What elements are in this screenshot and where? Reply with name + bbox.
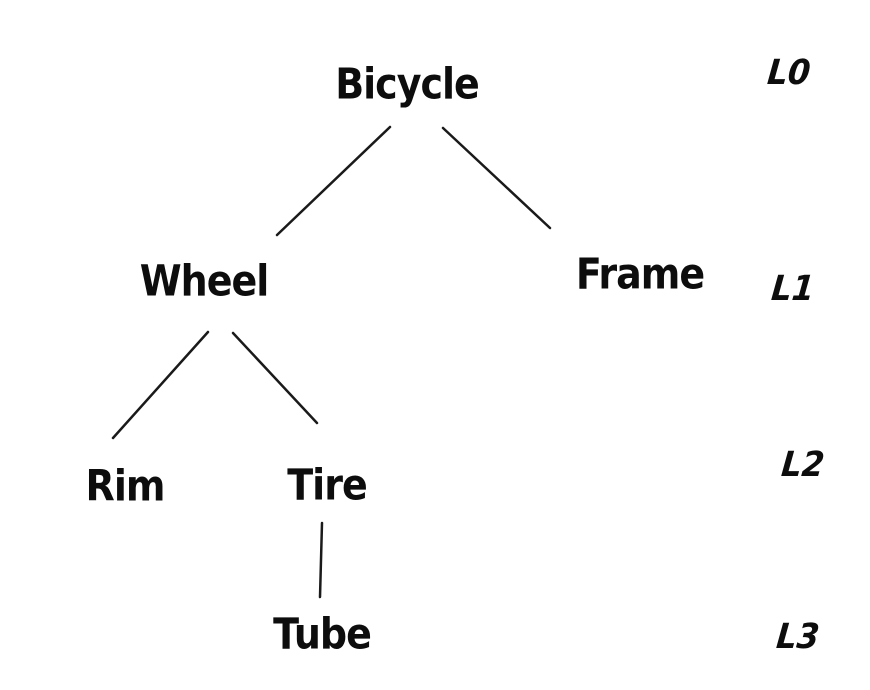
node-rim: Rim <box>85 461 166 511</box>
edge-wheel-rim <box>111 330 210 440</box>
node-frame: Frame <box>575 249 705 299</box>
edge-wheel-tire <box>231 331 319 425</box>
level-label-l3: L3 <box>774 615 822 657</box>
level-label-l2: L2 <box>779 443 827 485</box>
edge-bicycle-wheel <box>275 125 392 237</box>
level-label-l0: L0 <box>765 51 813 93</box>
edge-bicycle-frame <box>441 126 552 230</box>
edge-tire-tube <box>318 521 324 599</box>
node-tire: Tire <box>287 460 367 510</box>
node-bicycle: Bicycle <box>335 59 480 109</box>
node-tube: Tube <box>273 609 372 659</box>
node-wheel: Wheel <box>139 256 270 306</box>
level-label-l1: L1 <box>769 267 817 309</box>
